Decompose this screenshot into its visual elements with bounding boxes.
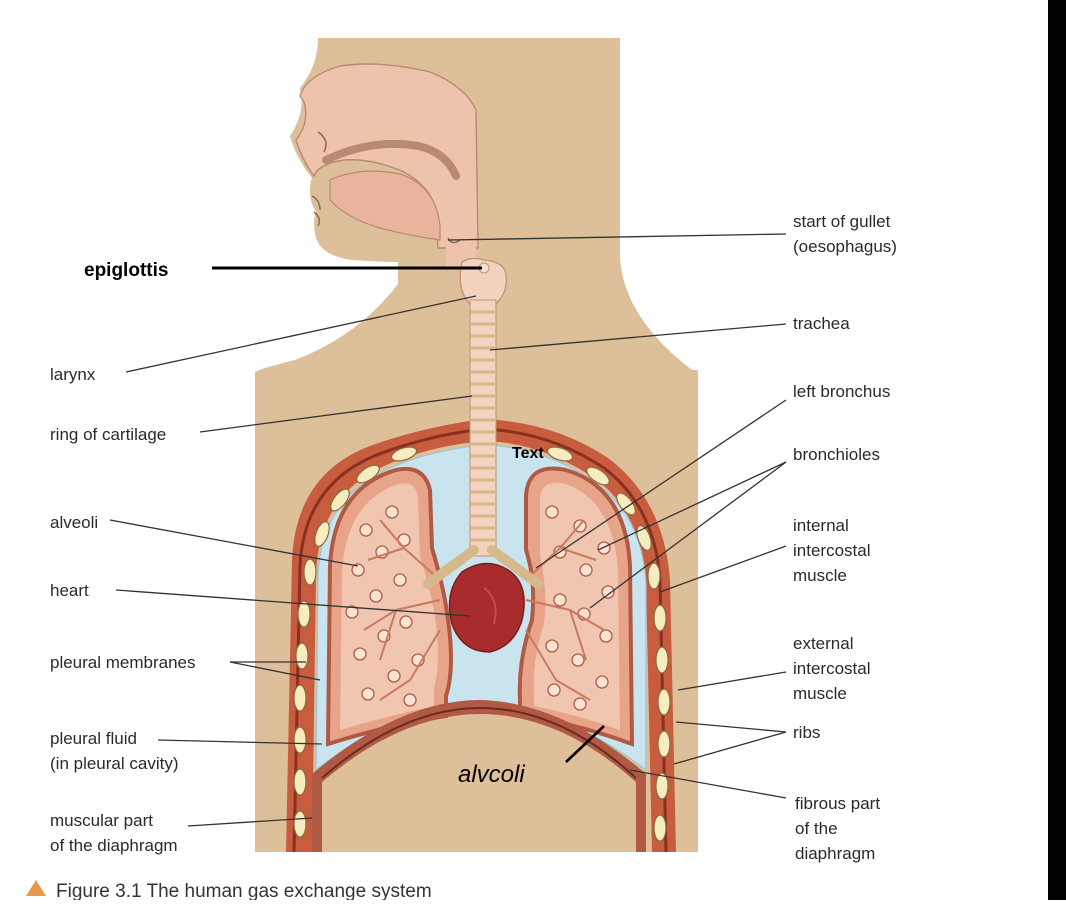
- handwritten-alveoli-label: alvcoli: [458, 761, 525, 788]
- label-left-bronchus: left bronchus: [793, 382, 890, 401]
- label-fibrous-diaphragm-2: of the: [795, 819, 838, 838]
- label-ring-of-cartilage: ring of cartilage: [50, 425, 166, 444]
- label-muscular-diaphragm-sub: of the diaphragm: [50, 836, 178, 855]
- annotation-text-box: Text: [512, 445, 544, 462]
- label-gullet-sub: (oesophagus): [793, 237, 897, 256]
- label-internal-intercostal-3: muscle: [793, 566, 847, 585]
- label-internal-intercostal-2: intercostal: [793, 541, 870, 560]
- label-external-intercostal-3: muscle: [793, 684, 847, 703]
- heart-shape: [450, 563, 525, 652]
- label-pleural-fluid-sub: (in pleural cavity): [50, 754, 179, 773]
- label-external-intercostal-1: external: [793, 634, 853, 653]
- label-heart: heart: [50, 581, 89, 600]
- label-external-intercostal-2: intercostal: [793, 659, 870, 678]
- label-bronchioles: bronchioles: [793, 445, 880, 464]
- caption-marker-icon: [26, 880, 46, 896]
- label-pleural-membranes: pleural membranes: [50, 653, 196, 672]
- label-ribs: ribs: [793, 723, 820, 742]
- label-alveoli: alveoli: [50, 513, 98, 532]
- label-gullet: start of gullet: [793, 212, 891, 231]
- label-fibrous-diaphragm-1: fibrous part: [795, 794, 880, 813]
- label-pleural-fluid: pleural fluid: [50, 729, 137, 748]
- label-muscular-diaphragm: muscular part: [50, 811, 153, 830]
- right-edge-bar: [1048, 0, 1066, 900]
- trachea-tube: [470, 300, 496, 556]
- label-fibrous-diaphragm-3: diaphragm: [795, 844, 875, 863]
- figure-caption: Figure 3.1 The human gas exchange system: [56, 881, 432, 900]
- label-internal-intercostal-1: internal: [793, 516, 849, 535]
- label-epiglottis: epiglottis: [84, 260, 168, 281]
- label-trachea: trachea: [793, 314, 850, 333]
- label-larynx: larynx: [50, 365, 96, 384]
